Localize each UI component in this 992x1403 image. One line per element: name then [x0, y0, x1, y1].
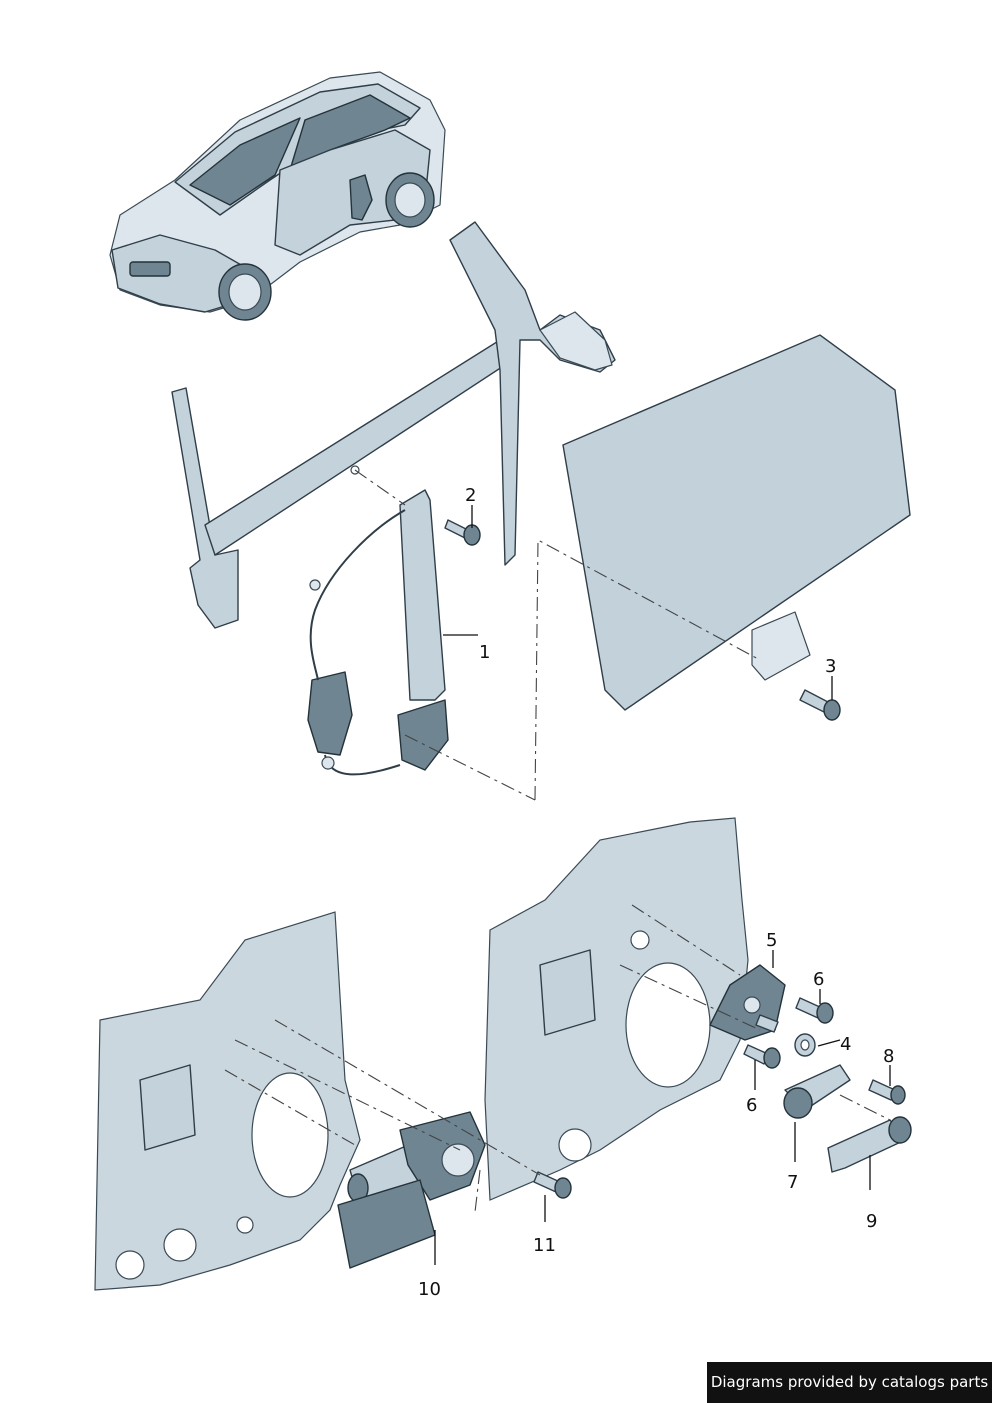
- window-motor: [337, 1111, 486, 1269]
- mounting-bracket: [709, 964, 786, 1041]
- bolt-2: [444, 519, 481, 546]
- window-regulator: [307, 489, 449, 776]
- callout-labels: 1 2 3 4 5 6 6 7 8 9 10 11: [418, 485, 894, 1300]
- callout-10: 10: [418, 1279, 441, 1300]
- callout-8: 8: [883, 1046, 894, 1067]
- callout-4: 4: [840, 1034, 851, 1055]
- callout-1: 1: [479, 642, 490, 663]
- leader-lines: [434, 505, 891, 1265]
- callout-5: 5: [766, 930, 777, 951]
- door-frame-rail: [171, 221, 616, 629]
- crank: [783, 1064, 851, 1119]
- callout-6-upper: 6: [813, 969, 824, 990]
- car-illustration: [109, 71, 446, 321]
- bolt-6-lower: [743, 1044, 781, 1069]
- bolt-11: [533, 1171, 572, 1199]
- callout-7: 7: [787, 1172, 798, 1193]
- lever: [827, 1116, 912, 1173]
- callout-2: 2: [465, 485, 476, 506]
- callout-6-lower: 6: [746, 1095, 757, 1116]
- inner-door-panel-left: [94, 911, 361, 1291]
- bolt-8: [868, 1079, 906, 1105]
- window-glass: [562, 334, 911, 711]
- callout-11: 11: [533, 1235, 556, 1256]
- assembly-lines: [224, 469, 891, 1213]
- inner-door-panel-right: [484, 817, 749, 1201]
- footer-banner: Diagrams provided by catalogs parts: [707, 1362, 992, 1403]
- callout-3: 3: [825, 656, 836, 677]
- washer: [794, 1033, 816, 1057]
- bolt-6-upper: [795, 997, 834, 1024]
- bolt-3: [799, 689, 841, 721]
- callout-9: 9: [866, 1211, 877, 1232]
